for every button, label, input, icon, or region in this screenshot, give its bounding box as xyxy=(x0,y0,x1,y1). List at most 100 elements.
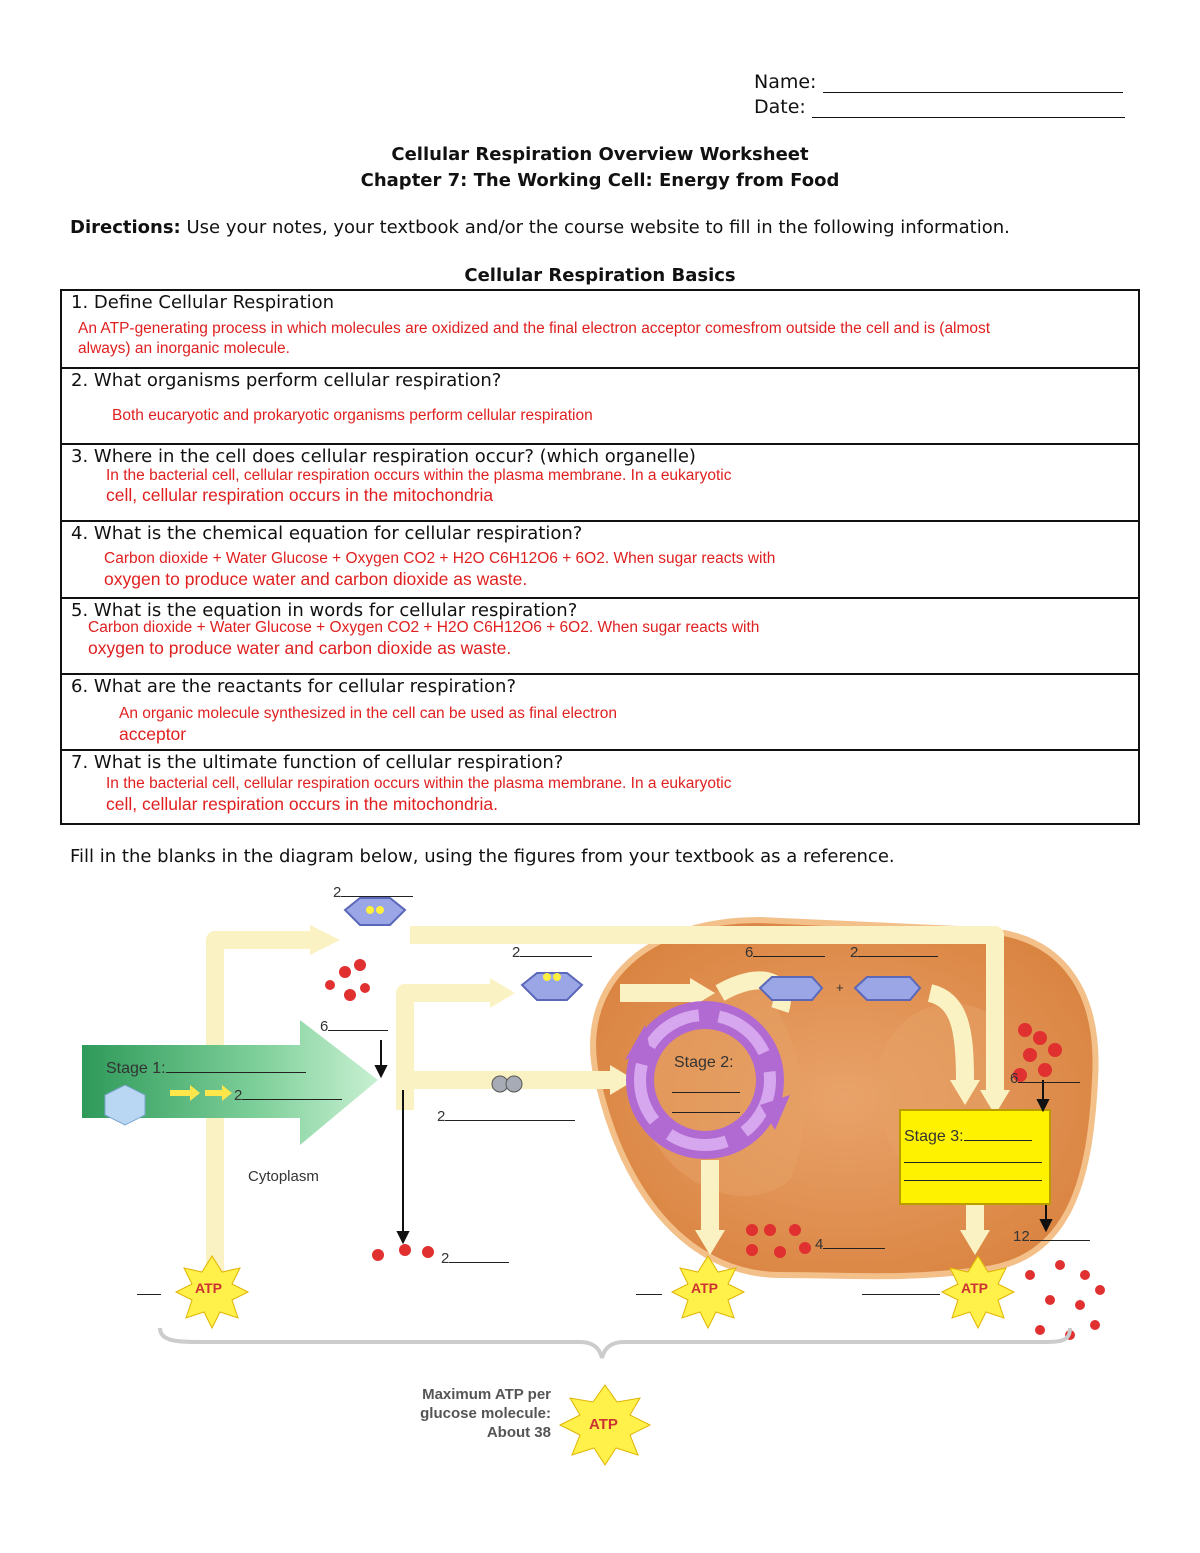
diagram-instruction: Fill in the blanks in the diagram below,… xyxy=(70,846,895,867)
answer-text[interactable]: oxygen to produce water and carbon dioxi… xyxy=(104,569,528,589)
max-atp-line: glucose molecule: xyxy=(420,1405,551,1422)
table-row: 4. What is the chemical equation for cel… xyxy=(62,520,1138,597)
carrier-count-top: 2 xyxy=(333,882,414,901)
pointer-arrows xyxy=(374,1040,1053,1245)
answer-text[interactable]: In the bacterial cell, cellular respirat… xyxy=(106,467,732,484)
answer-text[interactable]: cell, cellular respiration occurs in the… xyxy=(106,485,494,505)
diagram-blank[interactable] xyxy=(341,882,414,897)
name-field[interactable]: Name: xyxy=(754,71,1123,93)
question-text: 4. What is the chemical equation for cel… xyxy=(71,523,583,544)
stage3-label: Stage 3: xyxy=(904,1126,1032,1146)
question-text: 3. Where in the cell does cellular respi… xyxy=(71,446,696,467)
answer-text[interactable]: acceptor xyxy=(119,724,187,744)
diagram-blank[interactable] xyxy=(823,1234,886,1249)
question-text: 5. What is the equation in words for cel… xyxy=(71,600,578,621)
name-label: Name: xyxy=(754,71,817,93)
molecules xyxy=(325,959,1105,1340)
stage3-blanks xyxy=(904,1150,1042,1168)
stage1-product: 2 xyxy=(234,1085,343,1104)
stage2-label: Stage 2: xyxy=(674,1054,734,1071)
atp-label-2: ATP xyxy=(691,1280,718,1296)
pyruvate-count: 2 xyxy=(437,1106,576,1125)
carrier-count-6: 6 xyxy=(745,942,826,961)
diagram-blank[interactable] xyxy=(904,1150,1042,1163)
atp-bursts xyxy=(174,1255,1016,1466)
table-row: 5. What is the equation in words for cel… xyxy=(62,597,1138,673)
atp-label-3: ATP xyxy=(961,1280,988,1296)
plus-sign: + xyxy=(836,980,844,995)
stage3-box xyxy=(899,1109,1051,1205)
table-row: 6. What are the reactants for cellular r… xyxy=(62,673,1138,749)
oxygen-count: 6 xyxy=(1010,1068,1081,1087)
stage1-label: Stage 1: xyxy=(106,1058,306,1078)
mitochondrion xyxy=(590,916,1099,1280)
answer-text[interactable]: Carbon dioxide + Water Glucose + Oxygen … xyxy=(104,550,776,567)
diagram-blank[interactable] xyxy=(672,1100,740,1113)
carrier-count-6b: 6 xyxy=(320,1016,389,1035)
answer-text[interactable]: An ATP-generating process in which molec… xyxy=(78,320,991,337)
question-text: 6. What are the reactants for cellular r… xyxy=(71,676,517,697)
atp-blank-3[interactable] xyxy=(862,1282,940,1300)
worksheet-title: Cellular Respiration Overview Worksheet xyxy=(391,144,809,165)
diagram-blank[interactable] xyxy=(1029,1226,1090,1241)
diagram-blank[interactable] xyxy=(520,942,593,957)
directions-text: Use your notes, your textbook and/or the… xyxy=(186,217,1010,238)
table-row: 1. Define Cellular Respiration An ATP-ge… xyxy=(62,291,1138,367)
date-field[interactable]: Date: xyxy=(754,96,1125,118)
stage3-blanks xyxy=(904,1168,1042,1186)
stage2-blanks xyxy=(672,1100,740,1117)
answer-text[interactable]: oxygen to produce water and carbon dioxi… xyxy=(88,638,512,658)
co2-count-cycle: 4 xyxy=(815,1234,886,1253)
question-text: 2. What organisms perform cellular respi… xyxy=(71,370,502,391)
diagram-blank[interactable] xyxy=(328,1016,389,1031)
atp-label-1: ATP xyxy=(195,1280,222,1296)
diagram-blank[interactable] xyxy=(165,1058,306,1073)
atp-blank-1[interactable] xyxy=(137,1282,161,1300)
diagram-blank[interactable] xyxy=(858,942,939,957)
diagram-blank[interactable] xyxy=(1018,1068,1081,1083)
max-atp-caption: Maximum ATP per glucose molecule: About … xyxy=(396,1385,551,1442)
answer-text[interactable]: An organic molecule synthesized in the c… xyxy=(119,705,618,722)
stage2-cycle xyxy=(625,1001,790,1159)
max-atp-line: Maximum ATP per xyxy=(422,1386,551,1403)
table-row: 7. What is the ultimate function of cell… xyxy=(62,749,1138,823)
directions-label: Directions: xyxy=(70,217,181,238)
table-row: 2. What organisms perform cellular respi… xyxy=(62,367,1138,443)
diagram-blank[interactable] xyxy=(445,1106,576,1121)
carrier-count-2b: 2 xyxy=(850,942,939,961)
diagram-blank[interactable] xyxy=(672,1080,740,1093)
diagram-blank[interactable] xyxy=(242,1085,343,1100)
answer-text[interactable]: In the bacterial cell, cellular respirat… xyxy=(106,775,732,792)
answer-text[interactable]: always) an inorganic molecule. xyxy=(78,340,290,357)
date-label: Date: xyxy=(754,96,806,118)
diagram-blank[interactable] xyxy=(904,1168,1042,1181)
table-title: Cellular Respiration Basics xyxy=(464,265,736,286)
atp-blank-2[interactable] xyxy=(636,1282,662,1300)
summary-brace xyxy=(158,1327,1072,1359)
co2-count-glycolysis: 2 xyxy=(441,1248,510,1267)
questions-table: 1. Define Cellular Respiration An ATP-ge… xyxy=(60,289,1140,825)
stage1-arrow xyxy=(82,1020,378,1145)
worksheet-subtitle: Chapter 7: The Working Cell: Energy from… xyxy=(360,170,840,191)
carrier-count-2: 2 xyxy=(512,942,593,961)
question-text: 1. Define Cellular Respiration xyxy=(71,292,335,313)
cytoplasm-label: Cytoplasm xyxy=(248,1168,319,1185)
answer-text[interactable]: Carbon dioxide + Water Glucose + Oxygen … xyxy=(88,619,760,636)
date-blank[interactable] xyxy=(811,99,1125,118)
answer-text[interactable]: Both eucaryotic and prokaryotic organism… xyxy=(112,407,593,424)
atp-label-max: ATP xyxy=(589,1416,618,1433)
name-blank[interactable] xyxy=(822,74,1123,93)
max-atp-line: About 38 xyxy=(486,1424,551,1441)
question-text: 7. What is the ultimate function of cell… xyxy=(71,752,564,773)
diagram-blank[interactable] xyxy=(753,942,826,957)
directions: Directions: Use your notes, your textboo… xyxy=(70,217,1010,238)
diagram-blank[interactable] xyxy=(449,1248,510,1263)
respiration-diagram: 2 2 6 2 + 6 Stage 1: 2 Stage 2: 2 6 Stag… xyxy=(0,880,1200,1480)
water-count: 12 xyxy=(1013,1226,1090,1245)
table-row: 3. Where in the cell does cellular respi… xyxy=(62,443,1138,520)
diagram-graphic xyxy=(82,897,1105,1466)
diagram-blank[interactable] xyxy=(963,1126,1032,1141)
electron-carriers xyxy=(343,897,922,1093)
answer-text[interactable]: cell, cellular respiration occurs in the… xyxy=(106,794,498,814)
flow-arrows xyxy=(206,926,1004,1280)
